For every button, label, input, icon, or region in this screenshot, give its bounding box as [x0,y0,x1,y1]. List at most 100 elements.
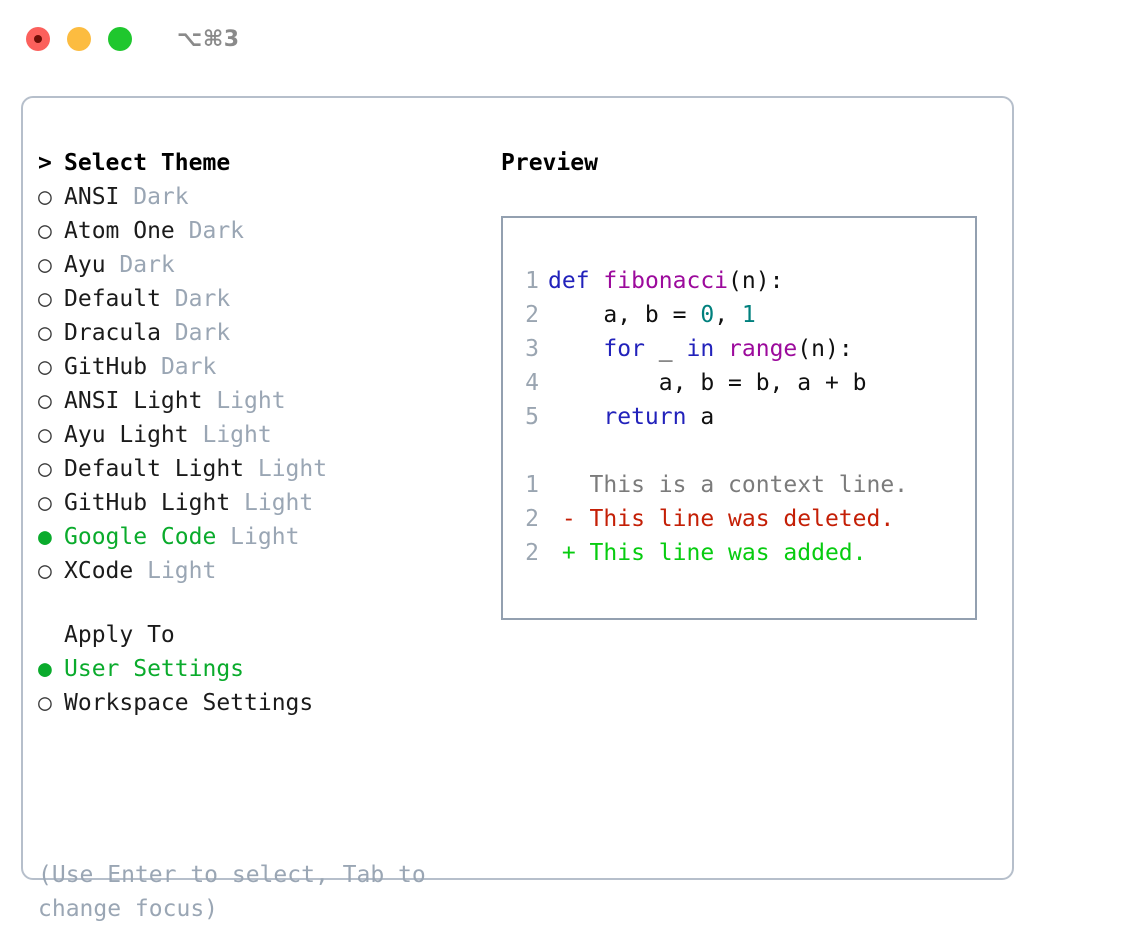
diff-line: 2 - This line was deleted. [503,502,975,536]
theme-option-name: GitHub [64,354,148,380]
theme-option-name: ANSI [64,184,120,210]
code-token: def [548,268,590,294]
code-line-number: 1 [525,268,539,294]
radio-unselected-icon: ○ [38,558,52,584]
code-token: a, b = [548,302,701,328]
radio-selected-icon: ● [38,524,52,550]
theme-option-variant: Dark [160,286,231,312]
theme-option[interactable]: ○ GitHub Dark [38,350,478,384]
code-token: a [686,404,715,430]
code-token: _ [644,336,687,362]
code-token [548,336,603,362]
code-line-number: 3 [525,336,539,362]
theme-selector-column: >Select Theme ○ANSI Dark○Atom One Dark○A… [38,146,478,720]
diff-line-text: - This line was deleted. [548,506,895,532]
diff-line-number: 1 [525,472,539,498]
code-token: (n): [728,268,784,294]
maximize-window-button[interactable] [108,27,132,51]
code-token: 0 [700,302,715,328]
code-token: for [603,336,645,362]
main-panel: >Select Theme ○ANSI Dark○Atom One Dark○A… [21,96,1014,922]
theme-option[interactable]: ○ANSI Light Light [38,384,478,418]
code-token [590,268,604,294]
theme-option[interactable]: ○Atom One Dark [38,214,478,248]
theme-option-variant: Light [133,558,217,584]
code-token: (n): [797,336,853,362]
select-theme-header: > Select Theme [38,146,478,180]
theme-option-variant: Light [188,422,272,448]
apply-to-header-label: Apply To [64,622,175,648]
theme-option-name: Default Light [64,456,245,482]
diff-line-text: This is a context line. [548,472,909,498]
theme-option[interactable]: ○ XCode Light [38,554,478,588]
keyboard-shortcut-label: ⌥⌘3 [177,26,240,52]
theme-option[interactable]: ○ANSI Dark [38,180,478,214]
select-theme-header-label: Select Theme [64,150,231,176]
preview-title: Preview [501,150,598,176]
theme-option-name: Atom One [64,218,175,244]
code-line-number: 2 [525,302,539,328]
code-line: 1 def fibonacci(n): [503,264,975,298]
code-token: a, b = b, a + b [548,370,867,396]
code-token: fibonacci [603,268,729,294]
minimize-window-button[interactable] [67,27,91,51]
theme-option[interactable]: ○Default Dark [38,282,478,316]
diff-line: 1 This is a context line. [503,468,975,502]
theme-option-name: GitHub Light [64,490,231,516]
diff-line-text: + This line was added. [548,540,867,566]
theme-option-variant: Dark [174,218,245,244]
code-token: 1 [741,302,756,328]
diff-line-number: 2 [525,540,539,566]
code-diff-spacer [503,434,975,468]
radio-selected-icon: ● [38,656,52,682]
code-line-number: 4 [525,370,539,396]
radio-unselected-icon: ○ [38,286,52,312]
theme-option[interactable]: ○ Default Light Light [38,452,478,486]
code-token: in [686,336,715,362]
theme-option-variant: Light [244,456,328,482]
radio-unselected-icon: ○ [38,490,52,516]
theme-list: ○ANSI Dark○Atom One Dark○Ayu Dark○Defaul… [38,180,478,588]
radio-unselected-icon: ○ [38,252,52,278]
code-line: 2 a, b = 0, 1 [503,298,975,332]
theme-option-variant: Dark [105,252,175,278]
theme-option-variant: Light [216,524,300,550]
prompt-caret-icon: > [38,150,52,176]
window-titlebar: ⌥⌘3 [0,0,1140,78]
code-line: 3 for _ in range(n): [503,332,975,366]
radio-unselected-icon: ○ [38,456,52,482]
theme-option-name: Google Code [64,524,217,550]
theme-option-name: Ayu Light [64,422,189,448]
apply-to-header: Apply To [38,618,478,652]
theme-option[interactable]: ○Dracula Dark [38,316,478,350]
close-window-button[interactable] [26,27,50,51]
apply-to-list: ●User Settings○Workspace Settings [38,652,478,720]
code-line: 5 return a [503,400,975,434]
theme-option-name: XCode [64,558,134,584]
code-token: return [603,404,687,430]
apply-to-option-label: Workspace Settings [64,690,314,716]
radio-unselected-icon: ○ [38,388,52,414]
section-spacer [38,588,478,618]
code-token [548,404,603,430]
theme-option[interactable]: ○ Ayu Dark [38,248,478,282]
diff-sample: 1 This is a context line.2 - This line w… [503,468,975,570]
code-line-number: 5 [525,404,539,430]
theme-option-variant: Light [202,388,286,414]
diff-line: 2 + This line was added. [503,536,975,570]
theme-option-name: Ayu [64,252,106,278]
apply-to-option[interactable]: ●User Settings [38,652,478,686]
radio-unselected-icon: ○ [38,184,52,210]
apply-to-option[interactable]: ○Workspace Settings [38,686,478,720]
theme-option-variant: Dark [147,354,217,380]
theme-option[interactable]: ○Ayu Light Light [38,418,478,452]
keyboard-hint-text: (Use Enter to select, Tab to change focu… [38,862,440,922]
code-line: 4 a, b = b, a + b [503,366,975,400]
code-token [714,336,728,362]
theme-option[interactable]: ● Google Code Light [38,520,478,554]
theme-option[interactable]: ○GitHub Light Light [38,486,478,520]
radio-unselected-icon: ○ [38,354,52,380]
